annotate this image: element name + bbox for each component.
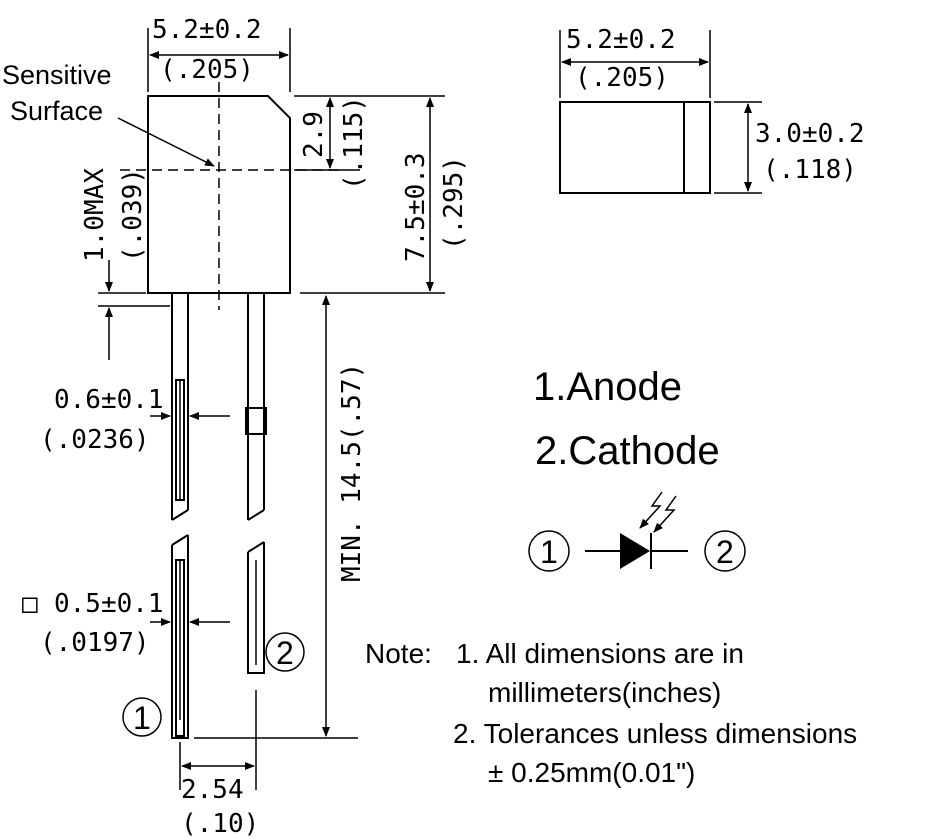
pin2-name: 2.Cathode <box>535 429 720 473</box>
notes: Note: 1. All dimensions are in millimete… <box>365 638 857 788</box>
side-width-mm: 5.2±0.2 <box>566 25 676 55</box>
pin-assignment: 1.Anode 2.Cathode <box>533 365 720 473</box>
lead-anode <box>171 293 189 739</box>
side-width-in: (.205) <box>575 63 669 93</box>
light-arrow-2 <box>653 495 677 533</box>
symbol-pin1-circle <box>528 530 570 572</box>
sens-height-mm: 2.9 <box>299 111 329 158</box>
symbol-pin2-number: 2 <box>716 534 734 570</box>
pin1-name: 1.Anode <box>533 365 682 409</box>
lead-cathode <box>245 293 267 674</box>
note-2-line1: 2. Tolerances unless dimensions <box>453 718 857 749</box>
pin1-number: 1 <box>133 700 151 736</box>
symbol-pin1-number: 1 <box>540 534 558 570</box>
package-body-outline <box>147 95 291 294</box>
sensitive-surface-leader <box>117 117 215 167</box>
sensitive-label-line2: Surface <box>10 96 103 126</box>
max-lead-mm: 1.0MAX <box>80 168 110 262</box>
pin2-number: 2 <box>276 635 294 671</box>
note-prefix: Note: <box>365 638 432 669</box>
note-1-line1: 1. All dimensions are in <box>456 638 744 669</box>
symbol-pin2-circle <box>704 530 746 572</box>
lead-square-in: (.0197) <box>40 628 150 658</box>
max-lead-in: (.039) <box>118 168 148 262</box>
side-thick-mm: 3.0±0.2 <box>755 119 865 149</box>
lead-width-in: (.0236) <box>40 425 150 455</box>
diode-triangle <box>620 533 650 569</box>
pitch-mm: 2.54 <box>181 775 244 805</box>
body-height-in: (.295) <box>439 156 469 250</box>
pin2-circle <box>265 632 305 672</box>
pitch-in: (.10) <box>181 809 259 839</box>
pin1-circle <box>122 697 162 737</box>
note-2-line2: ± 0.25mm(0.01") <box>488 757 695 788</box>
note-1-line2: millimeters(inches) <box>488 677 721 708</box>
light-arrow-1 <box>639 491 663 529</box>
photodiode-symbol: 1 2 <box>528 491 746 572</box>
sens-height-in: (.115) <box>339 96 369 190</box>
side-view: 5.2±0.2 (.205) 3.0±0.2 (.118) <box>559 25 865 194</box>
body-height-mm: 7.5±0.3 <box>401 152 431 262</box>
front-view: Sensitive Surface 5.2±0.2 (.205) 2.9 (.1… <box>2 15 469 360</box>
width-top-mm: 5.2±0.2 <box>152 15 262 45</box>
side-thick-in: (.118) <box>763 155 857 185</box>
lead-width-mm: 0.6±0.1 <box>54 385 164 415</box>
leads: 0.6±0.1 (.0236) □ 0.5±0.1 (.0197) MIN. 1… <box>22 293 367 839</box>
sensitive-label-line1: Sensitive <box>2 60 112 90</box>
width-top-in: (.205) <box>160 55 254 85</box>
lead-square-mm: 0.5±0.1 <box>54 589 164 619</box>
square-symbol: □ <box>22 589 38 619</box>
lead-length: MIN. 14.5(.57) <box>337 363 367 582</box>
side-body-outline <box>559 101 711 194</box>
